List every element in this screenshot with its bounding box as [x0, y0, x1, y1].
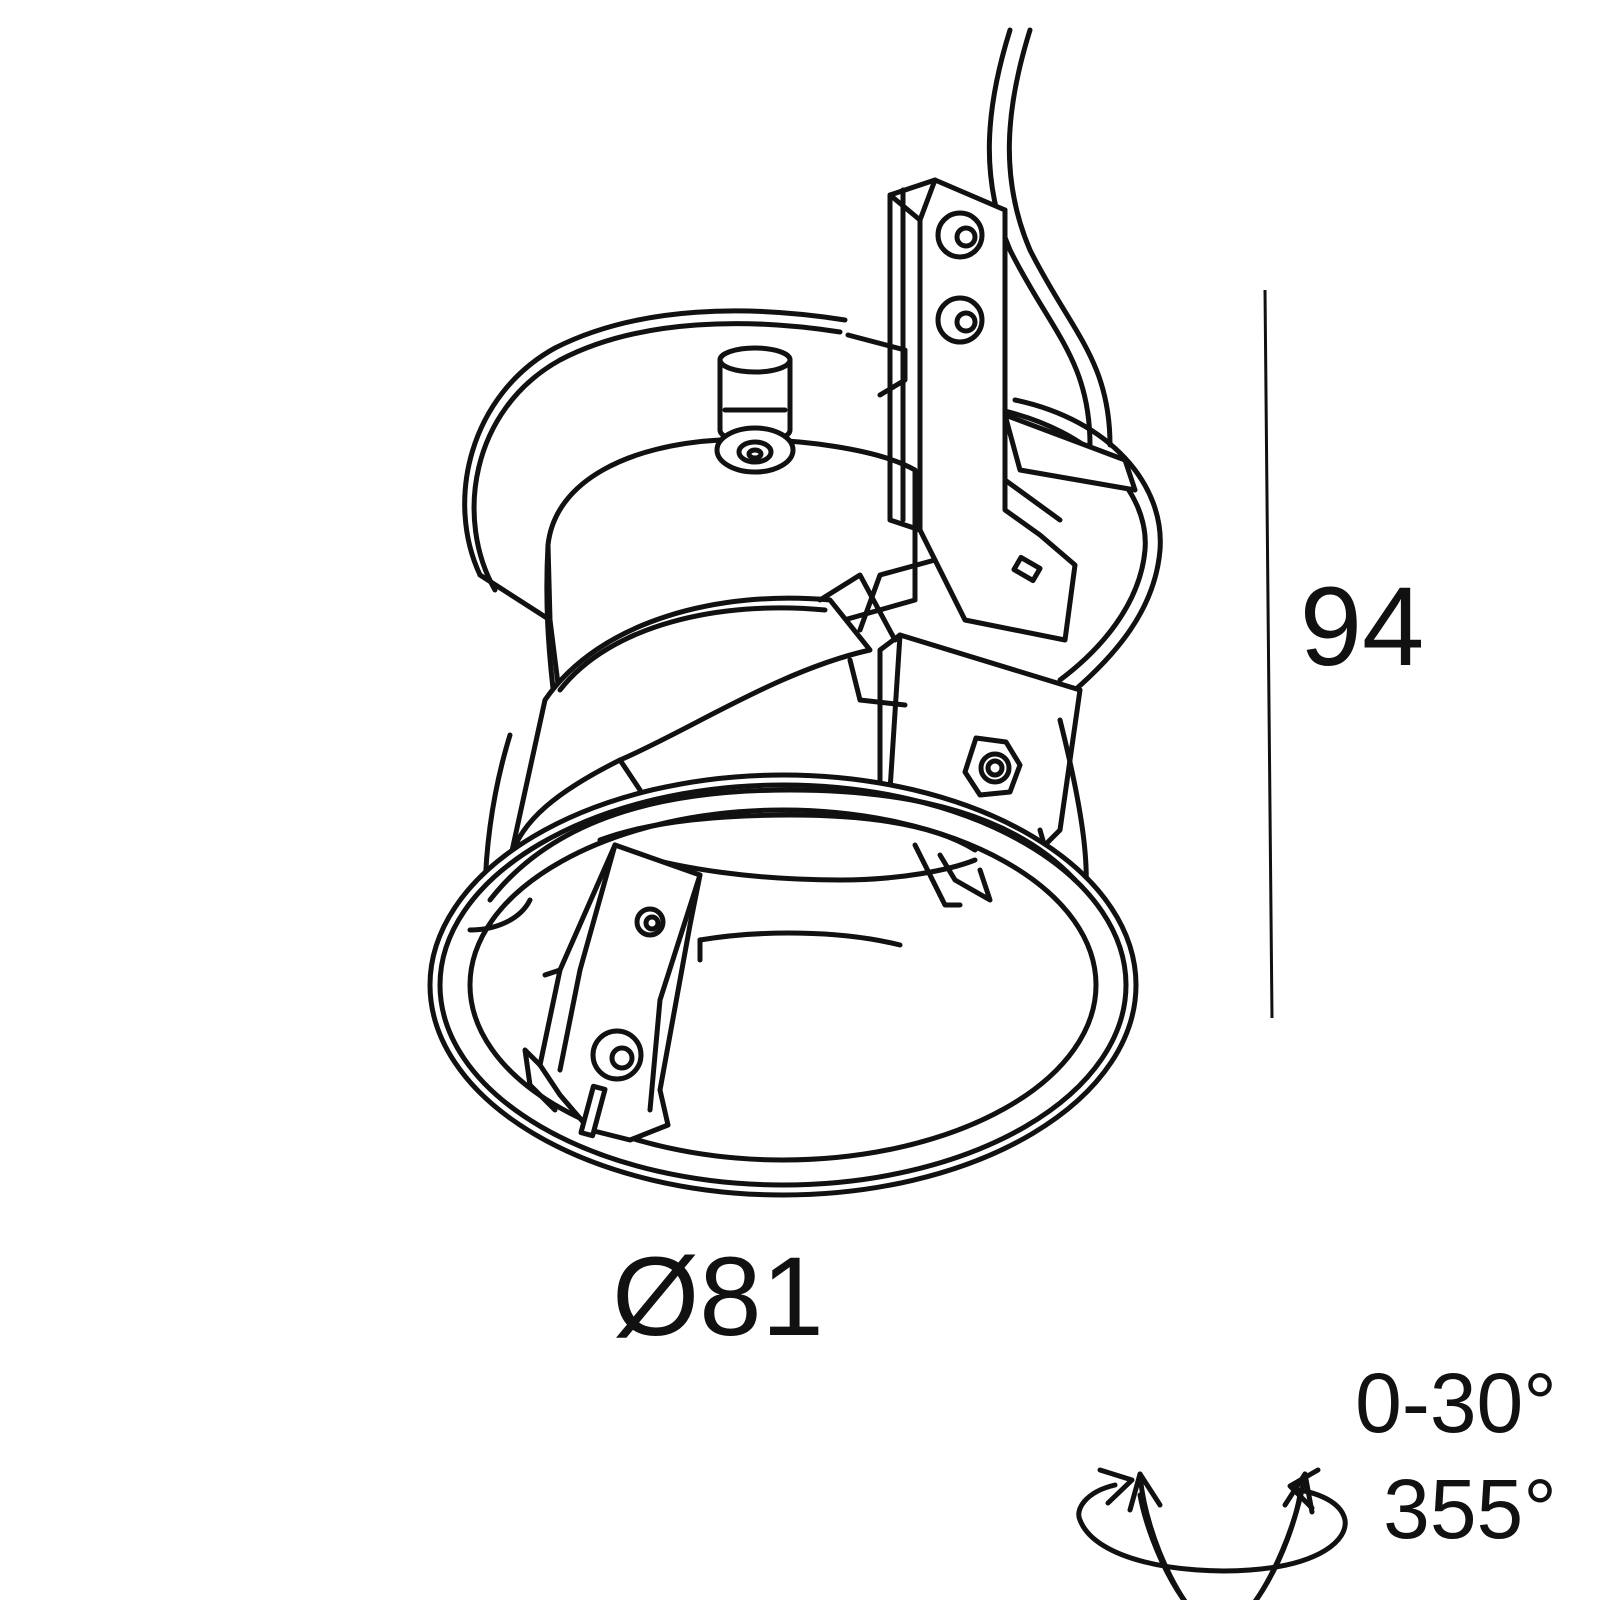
rotation-arrow-icon	[1076, 1467, 1348, 1574]
tilt-range-label: 0-30°	[1355, 1356, 1557, 1450]
internal-bracket	[522, 842, 993, 1143]
height-dimension-line	[1263, 289, 1274, 1019]
power-cable	[986, 27, 1113, 448]
swivel-band	[507, 595, 873, 863]
top-flange	[462, 308, 1163, 693]
tilt-arrow-icon	[1127, 1471, 1315, 1600]
hex-nut	[962, 735, 1023, 798]
rotation-range-label: 355°	[1383, 1462, 1557, 1556]
diameter-dimension-label: Ø81	[612, 1234, 824, 1359]
adjustment-knob	[714, 345, 796, 475]
front-ring	[427, 772, 1139, 1198]
height-dimension-label: 94	[1300, 564, 1425, 689]
mounting-bracket	[845, 177, 1138, 643]
